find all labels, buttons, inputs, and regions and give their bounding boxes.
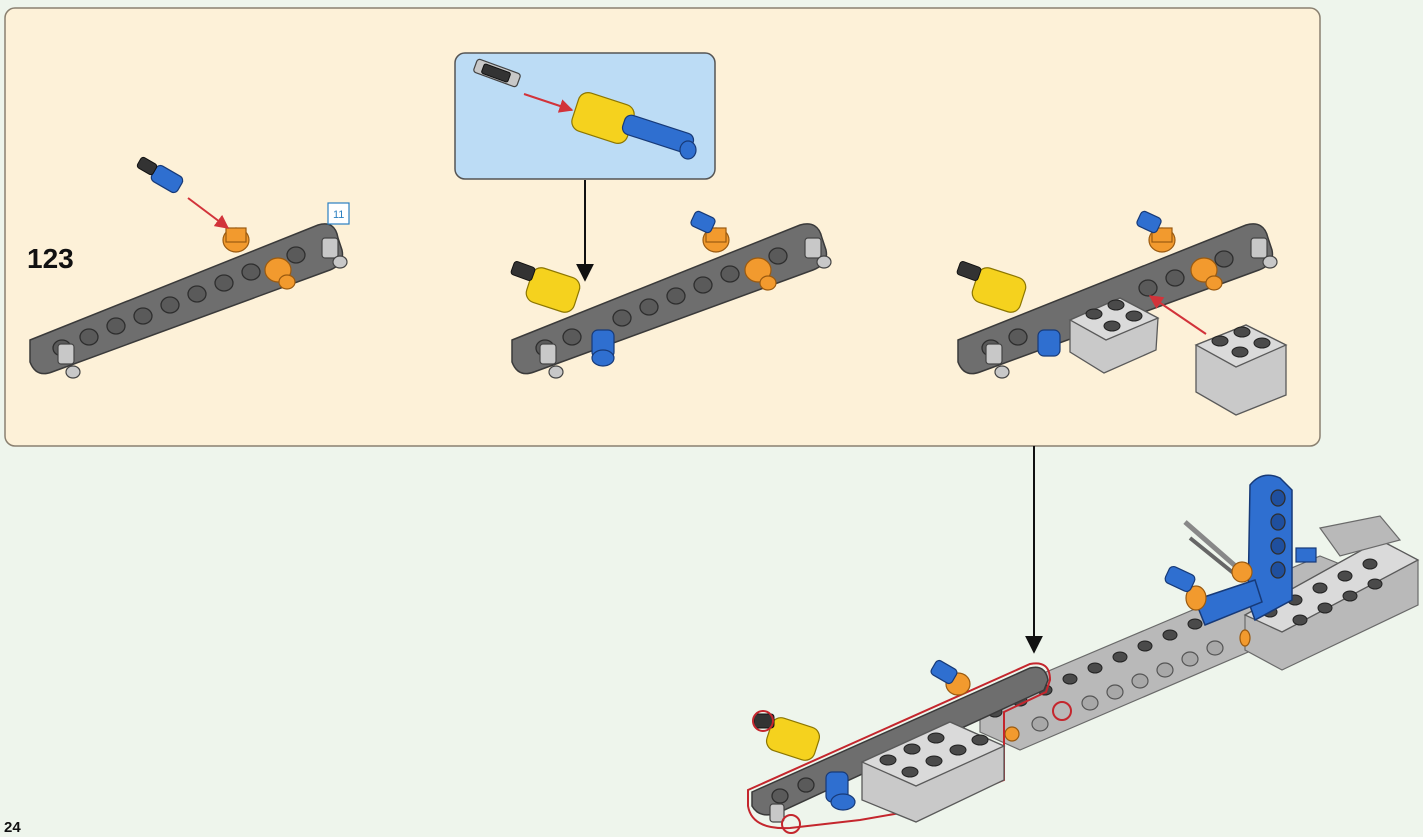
blue-vertical-beam [1194,474,1293,626]
highlight-hole-1 [1052,701,1072,721]
main-model [747,474,1420,834]
brick-2x2-attached [1068,297,1160,374]
friction-pin-orange-2 [264,257,296,290]
gray-axle-1 [1183,520,1242,572]
beam-subassembly-3 [956,210,1288,416]
callout-insert-arrow [523,93,574,113]
main-beam-holes [1031,640,1224,732]
insert-arrow-brick [1148,295,1207,335]
axle-pin-blue-1 [136,156,184,194]
insert-arrow-1 [187,197,230,229]
axle-pin-blue-callout [621,114,697,160]
step-number: 123 [27,243,74,274]
axle-pin-gray-callout [473,58,521,88]
callout-assembly [473,58,697,160]
axle-pin-gray-right-1 [321,237,348,269]
axle-pin-gray-left-1 [57,343,81,379]
brick-2x2-loose [1194,324,1288,416]
quantity-badge-text: 11 [333,209,344,221]
friction-pin-orange-1 [222,227,250,253]
main-brick-2x2 [860,721,1006,823]
highlight-hole-2 [1004,726,1020,742]
quantity-badge [327,202,350,225]
main-yellow-connector [765,717,821,761]
beam-subassembly-1 [29,156,348,379]
beam-subassembly-2 [510,210,832,379]
blue-small-part [1295,547,1317,563]
page-number: 24 [4,819,21,836]
